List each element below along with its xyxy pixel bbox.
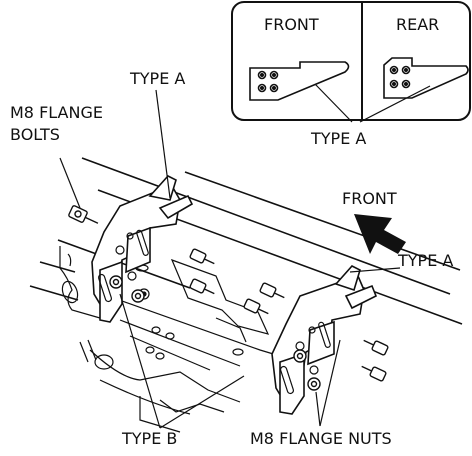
- inset-front-label: FRONT: [264, 15, 319, 34]
- m8-flange-bolts-label-line1: M8 FLANGE: [10, 103, 103, 122]
- m8-flange-nuts-label: M8 FLANGE NUTS: [250, 429, 392, 448]
- m8-flange-bolts-label-line2: BOLTS: [10, 125, 60, 144]
- inset-type-a-leaders: [314, 83, 431, 123]
- inset-front-bracket: [249, 61, 350, 101]
- inset-type-a-label: TYPE A: [311, 129, 367, 148]
- leader-lines: [59, 89, 401, 429]
- front-direction-arrow-icon: [354, 214, 406, 254]
- type-a-right-label: TYPE A: [398, 251, 454, 270]
- type-a-top-label: TYPE A: [130, 69, 186, 88]
- inset-panel: [231, 1, 471, 121]
- flange-nut-icon: [109, 275, 321, 391]
- rails: [29, 157, 463, 325]
- floor-frame: [59, 246, 301, 433]
- type-b-label: TYPE B: [122, 429, 178, 448]
- center-cutout: [170, 258, 270, 343]
- inset-rear-bracket: [383, 57, 469, 99]
- flange-bolt-icon: [68, 205, 389, 382]
- right-bracket-slots: [280, 321, 331, 395]
- inset-rear-label: REAR: [396, 15, 440, 34]
- front-direction-label: FRONT: [342, 189, 397, 208]
